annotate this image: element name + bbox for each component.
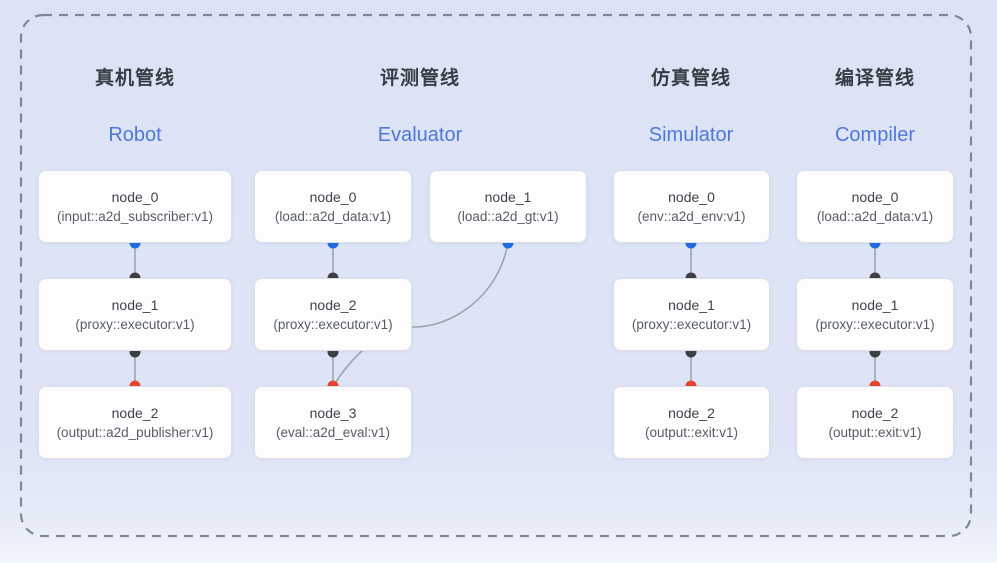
node-title: node_2 [668,404,715,421]
pipeline-title-en-compiler: Compiler [834,124,916,146]
pipeline-title-zh-simulator: 仿真管线 [650,68,732,89]
node-title: node_0 [668,188,715,205]
node-box-simulator-node0[interactable]: node_0 (env::a2d_env:v1) [613,170,770,243]
pipeline-title-en-evaluator: Evaluator [377,124,463,146]
node-subtitle: (proxy::executor:v1) [815,316,935,332]
node-box-evaluator-node0[interactable]: node_0 (load::a2d_data:v1) [254,170,412,243]
node-subtitle: (proxy::executor:v1) [631,316,752,332]
pipeline-title-zh-evaluator: 评测管线 [379,68,461,89]
pipeline-title-en-simulator: Simulator [648,124,734,146]
node-subtitle: (output::exit:v1) [644,424,739,440]
node-title: node_1 [484,188,532,205]
node-box-evaluator-node1[interactable]: node_1 (load::a2d_gt:v1) [429,170,587,243]
node-box-evaluator-node2[interactable]: node_2 (proxy::executor:v1) [254,278,412,351]
node-title: node_0 [309,188,357,205]
node-title: node_1 [668,296,715,313]
node-subtitle: (proxy::executor:v1) [273,316,393,332]
node-subtitle: (output::a2d_publisher:v1) [56,424,214,440]
node-subtitle: (input::a2d_subscriber:v1) [56,208,214,224]
node-subtitle: (eval::a2d_eval:v1) [275,424,391,440]
node-title: node_0 [111,188,159,205]
node-title: node_2 [851,404,899,421]
node-box-simulator-node2[interactable]: node_2 (output::exit:v1) [613,386,770,459]
node-title: node_1 [111,296,159,313]
node-box-simulator-node1[interactable]: node_1 (proxy::executor:v1) [613,278,770,351]
pipeline-title-en-robot: Robot [108,124,162,146]
node-title: node_0 [851,188,899,205]
node-subtitle: (load::a2d_data:v1) [816,208,934,224]
node-subtitle: (load::a2d_data:v1) [274,208,392,224]
pipeline-title-zh-robot: 真机管线 [94,68,176,89]
node-box-evaluator-node3[interactable]: node_3 (eval::a2d_eval:v1) [254,386,412,459]
node-box-compiler-node0[interactable]: node_0 (load::a2d_data:v1) [796,170,954,243]
node-title: node_3 [309,404,357,421]
node-subtitle: (output::exit:v1) [828,424,922,440]
node-subtitle: (proxy::executor:v1) [75,316,195,332]
node-box-robot-node2[interactable]: node_2 (output::a2d_publisher:v1) [38,386,232,459]
node-subtitle: (env::a2d_env:v1) [637,208,746,224]
node-subtitle: (load::a2d_gt:v1) [457,208,559,224]
node-title: node_2 [309,296,357,313]
pipeline-title-zh-compiler: 编译管线 [834,68,916,89]
node-title: node_1 [851,296,899,313]
node-box-compiler-node1[interactable]: node_1 (proxy::executor:v1) [796,278,954,351]
node-box-robot-node1[interactable]: node_1 (proxy::executor:v1) [38,278,232,351]
node-box-robot-node0[interactable]: node_0 (input::a2d_subscriber:v1) [38,170,232,243]
node-title: node_2 [111,404,159,421]
node-box-compiler-node2[interactable]: node_2 (output::exit:v1) [796,386,954,459]
